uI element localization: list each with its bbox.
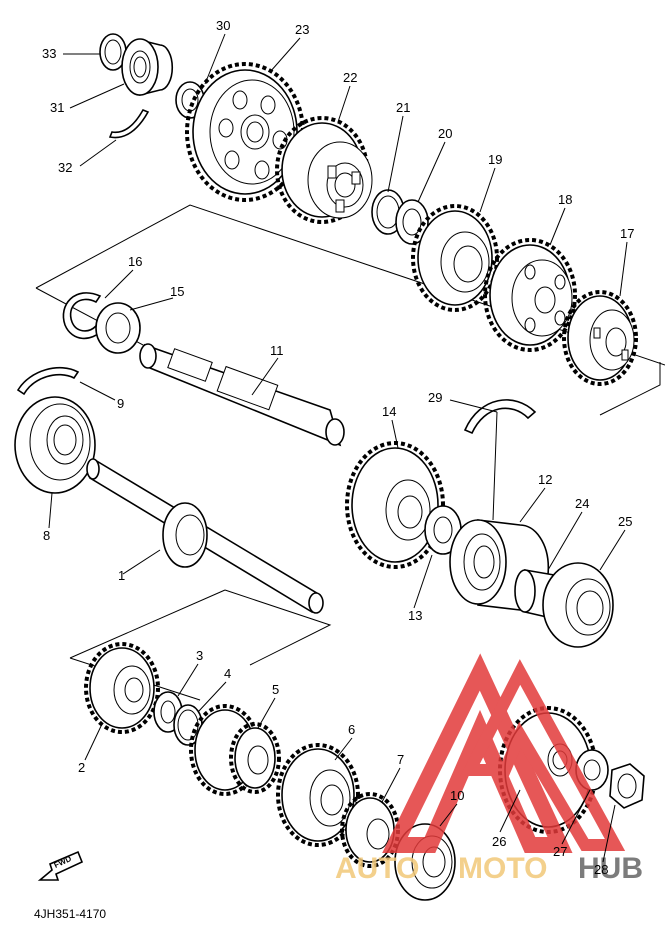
part-15-washer xyxy=(95,302,141,354)
part-9-circlip xyxy=(16,366,80,396)
callout-3: 3 xyxy=(196,648,203,663)
part-11-drive-axle xyxy=(139,343,345,447)
callout-15: 15 xyxy=(170,284,184,299)
callout-12: 12 xyxy=(538,472,552,487)
diagram-code: 4JH351-4170 xyxy=(34,907,106,921)
fwd-arrow-icon: FWD xyxy=(37,850,84,881)
callout-30: 30 xyxy=(216,18,230,33)
callout-26: 26 xyxy=(492,834,506,849)
part-4-circlip xyxy=(173,704,203,746)
callout-13: 13 xyxy=(408,608,422,623)
part-29-circlip xyxy=(463,399,537,435)
part-31-bearing xyxy=(121,38,174,97)
part-33-circlip xyxy=(99,33,127,71)
callout-11: 11 xyxy=(270,343,284,358)
callout-6: 6 xyxy=(348,722,355,737)
callout-7: 7 xyxy=(397,752,404,767)
watermark-suffix: HUB xyxy=(578,852,643,885)
callout-4: 4 xyxy=(224,666,231,681)
watermark-prefix: AUTO xyxy=(335,852,419,885)
callout-9: 9 xyxy=(117,396,124,411)
callout-31: 31 xyxy=(50,100,64,115)
part-5-gear xyxy=(189,704,281,796)
part-18-gear xyxy=(483,238,577,352)
part-8-bearing xyxy=(14,396,96,494)
callout-8: 8 xyxy=(43,528,50,543)
part-14-gear xyxy=(345,441,445,569)
callout-1: 1 xyxy=(118,568,125,583)
callout-21: 21 xyxy=(396,100,410,115)
callout-25: 25 xyxy=(618,514,632,529)
part-25-oil-seal xyxy=(542,562,614,648)
part-2-gear xyxy=(84,642,160,734)
callout-10: 10 xyxy=(450,788,464,803)
part-19-gear xyxy=(411,204,499,312)
callout-24: 24 xyxy=(575,496,589,511)
watermark-logo: AUTO MOTO HUB xyxy=(335,653,643,885)
part-13-washer xyxy=(424,505,462,555)
callout-16: 16 xyxy=(128,254,142,269)
callout-27: 27 xyxy=(553,844,567,859)
callout-19: 19 xyxy=(488,152,502,167)
part-32-circlip xyxy=(108,108,150,139)
part-22-gear xyxy=(275,116,373,224)
callout-29: 29 xyxy=(428,390,442,405)
callout-23: 23 xyxy=(295,22,309,37)
callout-20: 20 xyxy=(438,126,452,141)
callout-5: 5 xyxy=(272,682,279,697)
callout-14: 14 xyxy=(382,404,396,419)
callout-numbers: 1 2 3 4 5 6 7 8 9 10 11 12 13 14 15 16 1… xyxy=(42,18,634,877)
callout-18: 18 xyxy=(558,192,572,207)
callout-32: 32 xyxy=(58,160,72,175)
watermark-middle: MOTO xyxy=(458,852,547,885)
callout-2: 2 xyxy=(78,760,85,775)
part-17-gear xyxy=(562,290,638,386)
callout-28: 28 xyxy=(594,862,608,877)
callout-17: 17 xyxy=(620,226,634,241)
part-7-gear xyxy=(340,792,400,868)
callout-33: 33 xyxy=(42,46,56,61)
part-28-nut xyxy=(609,763,645,809)
part-6-gear xyxy=(276,743,360,847)
part-20-washer xyxy=(395,199,429,245)
callout-leaders xyxy=(48,33,628,863)
callout-22: 22 xyxy=(343,70,357,85)
part-1-main-axle xyxy=(86,458,324,614)
